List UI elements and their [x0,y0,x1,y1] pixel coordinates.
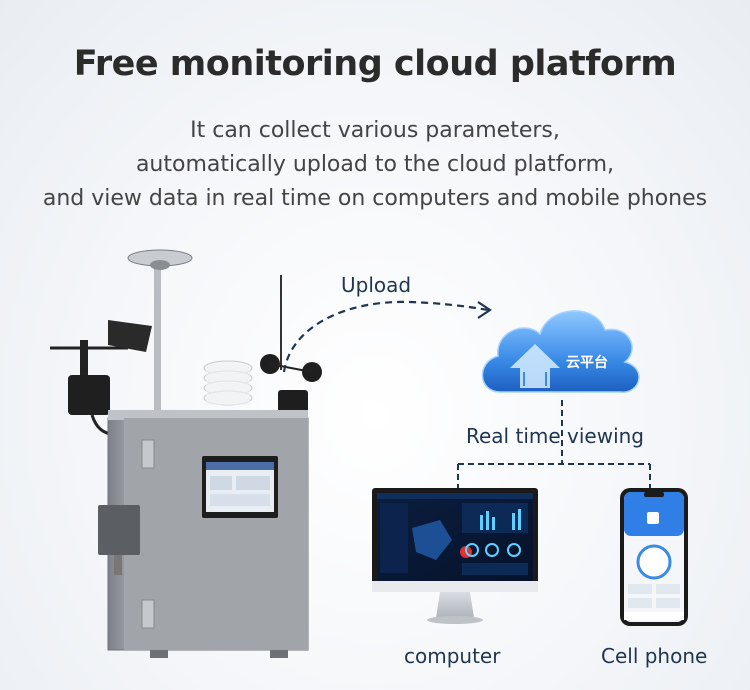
subtitle: It can collect various parameters, autom… [0,114,750,216]
computer-monitor [372,488,538,624]
page-title: Free monitoring cloud platform [73,44,677,84]
monitoring-station [50,249,322,658]
computer-label: computer [404,644,501,668]
subtitle-line-2: automatically upload to the cloud platfo… [135,152,615,177]
connector-lines [457,400,651,490]
upload-arc [282,300,489,373]
upload-label: Upload [341,273,412,297]
cloud-label: 云平台 [566,355,608,371]
subtitle-line-1: It can collect various parameters, [190,118,560,143]
cloud-icon [481,310,640,393]
subtitle-line-3: and view data in real time on computers … [42,186,708,211]
phone-label: Cell phone [601,644,708,668]
cell-phone [620,488,688,626]
realtime-label: Real time viewing [466,424,644,448]
